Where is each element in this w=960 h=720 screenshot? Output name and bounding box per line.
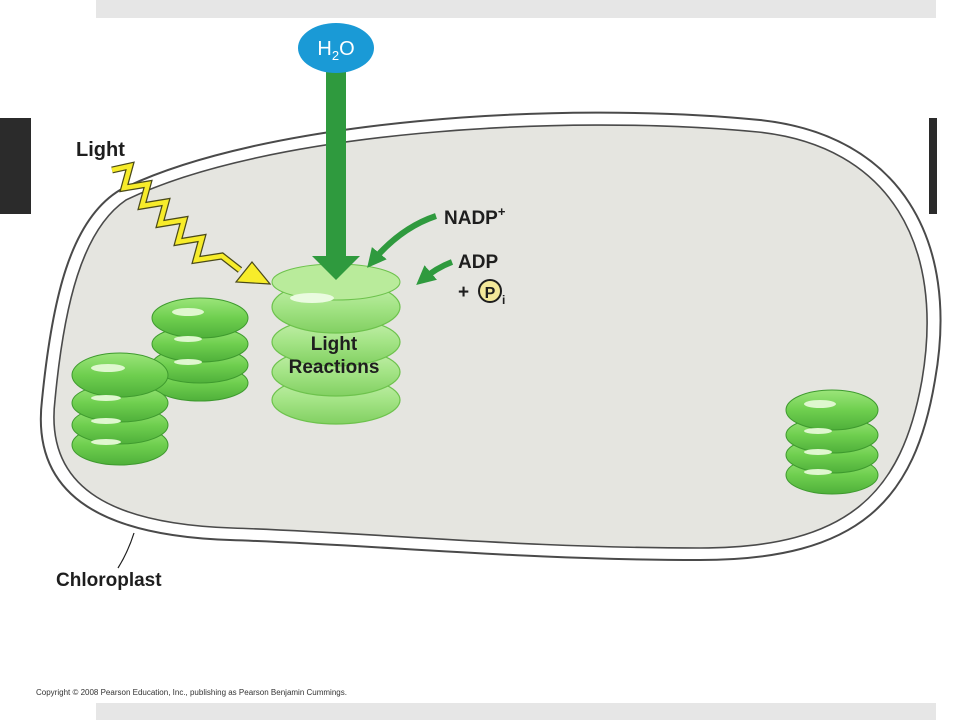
chloroplast-label: Chloroplast — [56, 570, 162, 591]
phosphate-subscript: i — [502, 293, 505, 307]
chloroplast-pointer-line — [117, 532, 135, 569]
phosphate-label: P — [485, 285, 496, 302]
slide-left-block — [0, 118, 31, 214]
light-label: Light — [76, 139, 125, 161]
granum-back-left — [151, 297, 249, 402]
slide-bottom-band — [96, 703, 936, 720]
nadp-label: NADP+ — [444, 204, 506, 229]
granum-front-left — [71, 352, 169, 466]
slide-top-band — [96, 0, 936, 18]
phosphate-circle-icon — [478, 279, 502, 303]
copyright-notice: Copyright © 2008 Pearson Education, Inc.… — [36, 688, 347, 697]
chloroplast-stroma — [53, 124, 928, 549]
light-arrowhead-icon — [234, 261, 272, 285]
slide-right-block — [929, 118, 937, 214]
granum-light-reactions — [271, 263, 401, 425]
plus-label: + — [458, 282, 469, 303]
light-reactions-label-line2: Reactions — [289, 357, 380, 378]
adp-label: ADP — [458, 252, 498, 273]
granum-right — [785, 389, 879, 495]
nadp-arrow-icon — [367, 213, 437, 268]
water-arrow-shaft — [326, 70, 346, 258]
water-label: H2O — [317, 38, 354, 63]
water-arrowhead-icon — [312, 256, 360, 280]
light-reactions-label-line1: Light — [311, 334, 358, 355]
adp-arrow-icon — [416, 259, 454, 285]
water-bubble — [298, 23, 374, 73]
